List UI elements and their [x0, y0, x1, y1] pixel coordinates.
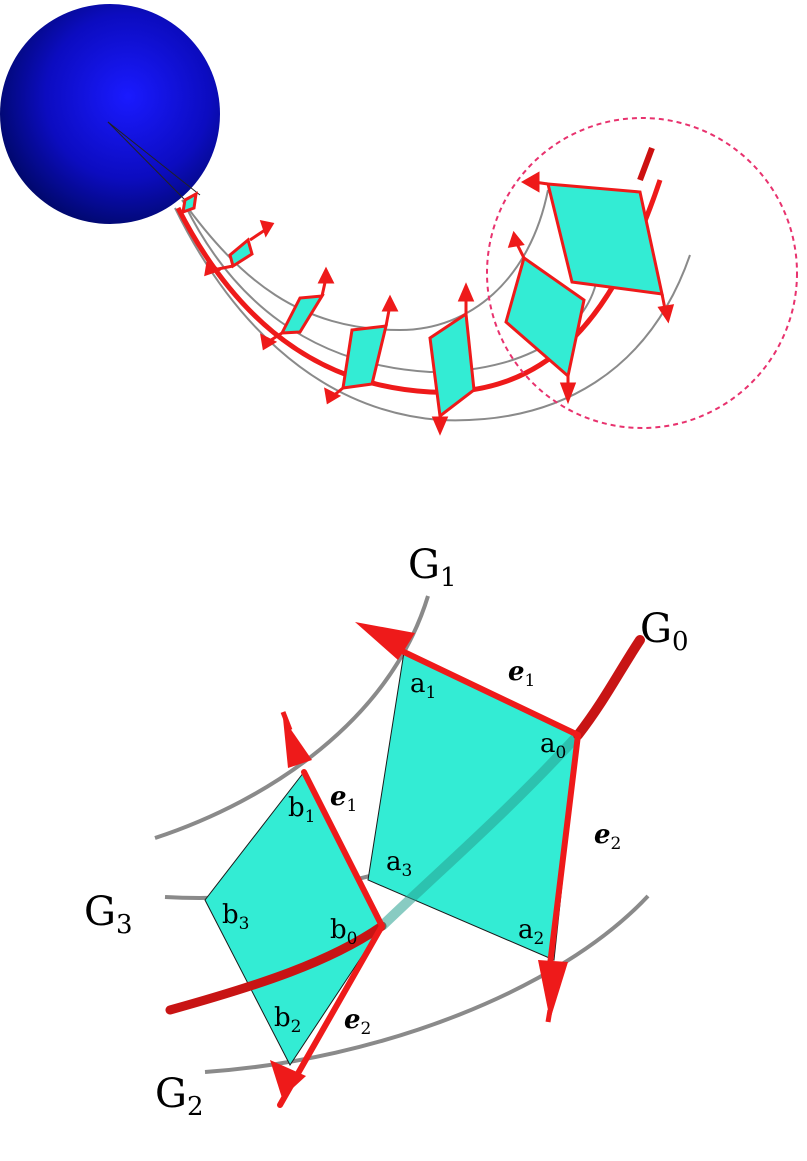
label-g0: G0: [640, 606, 689, 657]
overview-cell-1: [181, 191, 198, 215]
label-b2: b2: [274, 1003, 301, 1037]
overview-cell-4: [341, 324, 388, 390]
label-a1: a1: [410, 669, 436, 703]
overview-center-lines: [107, 121, 201, 201]
edge-a0-a2: [547, 732, 581, 968]
label-b1: b1: [288, 793, 315, 827]
label-e2-bottom: e2: [344, 1005, 371, 1039]
overview-cell-7: [546, 182, 664, 296]
curve-g0-upper: [573, 635, 645, 740]
label-g3: G3: [84, 889, 133, 940]
arrow-a2: [538, 960, 568, 1020]
highlight-circle: [486, 117, 798, 429]
overview-figure: [0, 4, 798, 436]
overview-red-curve-tip: [637, 146, 655, 182]
label-g1: G1: [408, 542, 457, 593]
arrow-b2: [270, 1060, 306, 1098]
edge-b0-b1: [301, 769, 385, 929]
overview-cells: [181, 182, 664, 419]
label-a0: a0: [540, 729, 566, 763]
arrow-b1-stem: [280, 711, 293, 731]
detail-labels: G1 G0 G3 G2 a0 a1 a2 a3 b0 b1 b2 b3 e1 e…: [84, 542, 689, 1122]
detail-figure: G1 G0 G3 G2 a0 a1 a2 a3 b0 b1 b2 b3 e1 e…: [84, 542, 689, 1122]
label-e1-top: e1: [508, 657, 535, 691]
overview-arrows: [204, 171, 675, 436]
curve-g0-lower: [165, 921, 387, 1015]
arrow-a1: [355, 622, 415, 660]
edge-a0-a1: [401, 649, 581, 738]
label-a3: a3: [386, 847, 412, 881]
sphere: [0, 4, 220, 224]
label-a2: a2: [518, 915, 544, 949]
overview-cell-6: [504, 255, 586, 379]
detail-arrowheads: [270, 622, 568, 1098]
label-e1-left: e1: [330, 782, 357, 816]
label-b3: b3: [222, 900, 249, 934]
overview-cell-2: [228, 237, 254, 269]
label-g2: G2: [155, 1071, 204, 1122]
arrow-a2-stem: [545, 1009, 553, 1023]
overview-cell-5: [428, 311, 476, 419]
label-b0: b0: [330, 915, 357, 949]
arrow-b1: [283, 718, 312, 768]
overview-red-curve: [175, 179, 663, 395]
label-e2-right: e2: [594, 820, 621, 854]
curve-g0-middle: [378, 731, 582, 930]
